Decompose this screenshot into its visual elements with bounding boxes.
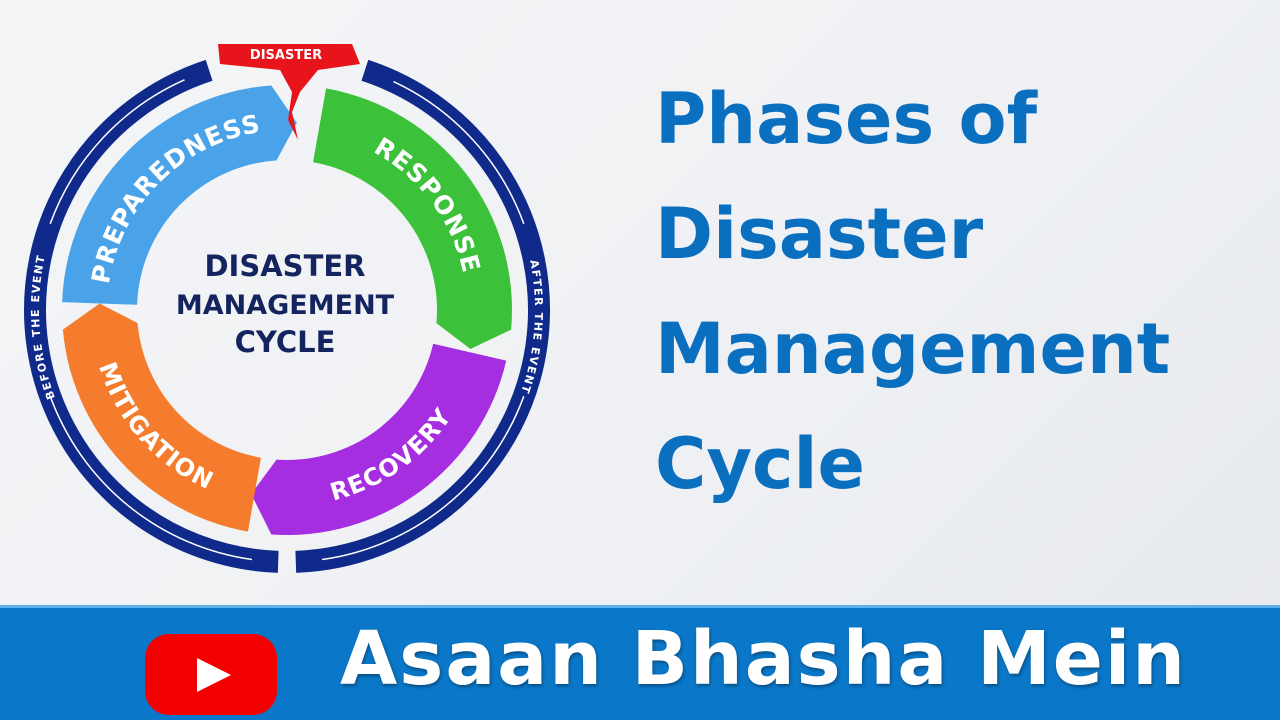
phase-segment-response[interactable] [313, 88, 512, 349]
center-title-line-2: MANAGEMENT [176, 290, 395, 321]
title-line-1: Phases of [655, 78, 1038, 160]
ring-arrow-line [393, 80, 525, 225]
title-line-2: Disaster [655, 193, 984, 275]
channel-name: Asaan Bhasha Mein [340, 616, 1187, 702]
phase-segment-recovery[interactable] [251, 343, 507, 535]
title-line-3: Management [655, 308, 1171, 390]
disaster-event-marker: DISASTER [218, 44, 360, 140]
ring-arrow-line [321, 395, 525, 561]
youtube-logo-icon[interactable] [145, 634, 277, 715]
title-line-4: Cycle [655, 423, 865, 505]
disaster-event-label: DISASTER [250, 48, 322, 63]
phase-segment-mitigation[interactable] [62, 303, 261, 532]
phase-segment-preparedness[interactable] [62, 85, 297, 305]
center-title-line-1: DISASTER [204, 249, 365, 283]
channel-banner: Asaan Bhasha Mein [0, 605, 1280, 720]
center-title-line-3: CYCLE [235, 325, 336, 359]
ring-arrow-line [49, 395, 253, 561]
page-title: Phases of Disaster Management Cycle [655, 62, 1170, 522]
ring-arrow-line [49, 79, 185, 225]
play-icon [197, 658, 231, 692]
